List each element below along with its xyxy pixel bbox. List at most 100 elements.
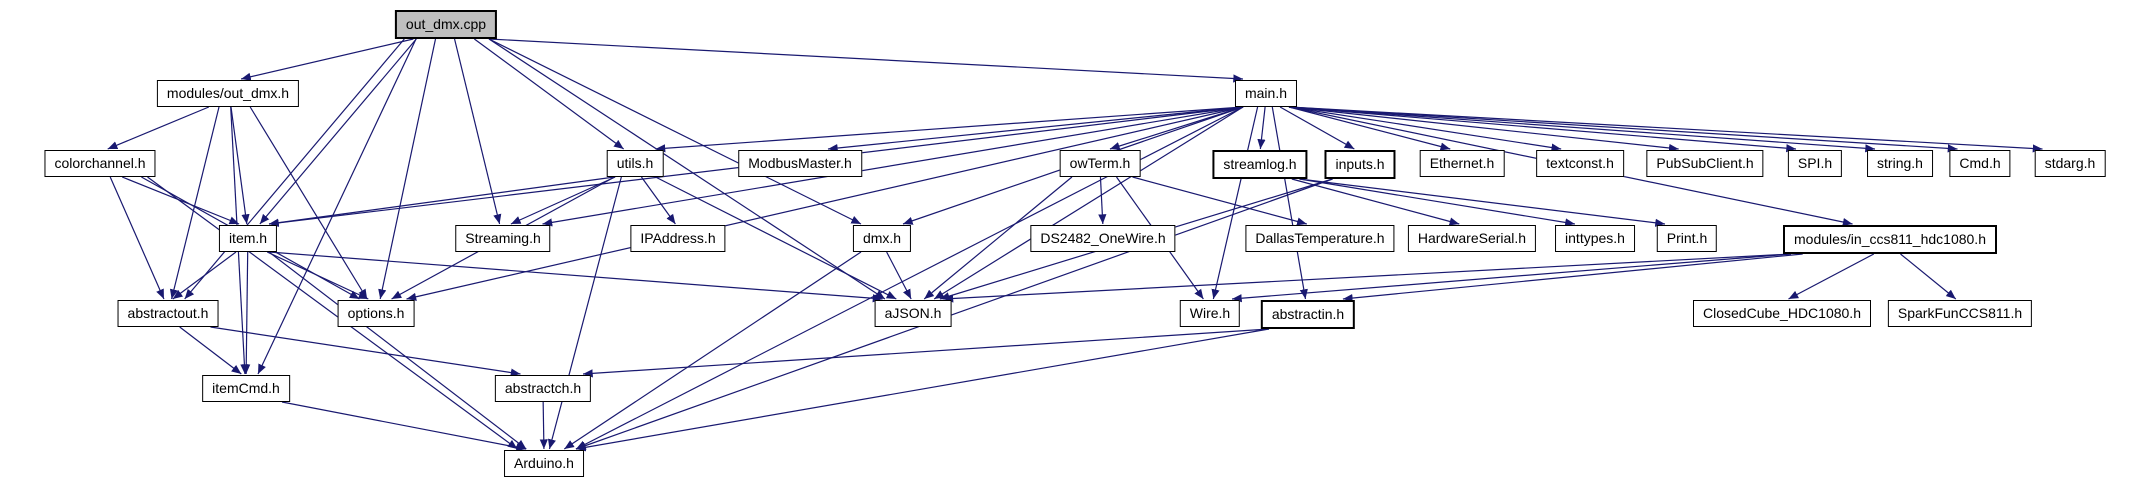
graph-node-modules_out_dmx_h[interactable]: modules/out_dmx.h xyxy=(156,80,300,107)
edge-utils_h-item_h xyxy=(268,176,615,227)
edge-owterm_h-ds2482_onewire_h xyxy=(1098,176,1107,225)
edge-modules_out_dmx_h-colorchannel_h xyxy=(107,106,210,150)
edge-main_h-abstractin_h xyxy=(1271,106,1308,300)
edge-dmx_h-arduino_h xyxy=(563,251,862,450)
graph-node-inttypes_h[interactable]: inttypes.h xyxy=(1555,225,1635,252)
edge-main_h-streaming_h xyxy=(542,106,1244,227)
graph-node-spi_h[interactable]: SPI.h xyxy=(1787,150,1843,177)
edge-out_dmx_cpp-modules_out_dmx_h xyxy=(240,38,414,81)
graph-node-ethernet_h[interactable]: Ethernet.h xyxy=(1419,150,1505,177)
edge-main_h-stdarg_h xyxy=(1288,106,2043,153)
edge-utils_h-arduino_h xyxy=(547,176,622,450)
edge-main_h-wire_h xyxy=(1211,106,1259,300)
edge-abstractout_h-abstractch_h xyxy=(210,326,521,377)
graph-node-item_h[interactable]: item.h xyxy=(218,225,278,252)
graph-node-inputs_h[interactable]: inputs.h xyxy=(1324,150,1396,179)
graph-node-in_ccs811_hdc1080_h[interactable]: modules/in_ccs811_hdc1080.h xyxy=(1783,225,1997,254)
edge-out_dmx_cpp-abstractout_h xyxy=(184,38,405,300)
graph-node-dmx_h[interactable]: dmx.h xyxy=(852,225,912,252)
edge-out_dmx_cpp-itemcmd_h xyxy=(257,38,417,375)
graph-node-modbusmaster_h[interactable]: ModbusMaster.h xyxy=(738,150,862,177)
edge-modules_out_dmx_h-options_h xyxy=(249,106,368,300)
edge-dmx_h-ajson_h xyxy=(886,251,912,300)
edge-streamlog_h-inttypes_h xyxy=(1299,178,1575,227)
edge-inputs_h-arduino_h xyxy=(575,178,1333,450)
edge-main_h-streamlog_h xyxy=(1257,106,1266,150)
edge-in_ccs811_hdc1080_h-closedcube_hdc1080_h xyxy=(1788,253,1875,300)
edge-item_h-ajson_h xyxy=(268,251,883,303)
edge-modules_out_dmx_h-item_h xyxy=(230,106,250,225)
edge-in_ccs811_hdc1080_h-wire_h xyxy=(1231,253,1792,303)
edge-itemcmd_h-arduino_h xyxy=(281,401,527,452)
edge-in_ccs811_hdc1080_h-abstractin_h xyxy=(1342,253,1803,303)
graph-node-stdarg_h[interactable]: stdarg.h xyxy=(2034,150,2106,177)
edge-out_dmx_cpp-streaming_h xyxy=(453,38,502,225)
graph-node-wire_h[interactable]: Wire.h xyxy=(1179,300,1241,327)
edge-out_dmx_cpp-main_h xyxy=(488,38,1244,83)
edge-main_h-ajson_h xyxy=(933,106,1244,300)
edge-main_h-arduino_h xyxy=(575,106,1244,450)
edge-main_h-pubsubclient_h xyxy=(1288,106,1679,153)
graph-node-hardwareserial_h[interactable]: HardwareSerial.h xyxy=(1407,225,1537,252)
edge-owterm_h-dallastemperature_h xyxy=(1132,176,1307,226)
graph-node-owterm_h[interactable]: owTerm.h xyxy=(1059,150,1141,177)
edge-main_h-modbusmaster_h xyxy=(827,106,1244,153)
graph-node-utils_h[interactable]: utils.h xyxy=(606,150,664,177)
edge-main_h-ethernet_h xyxy=(1288,106,1451,151)
graph-node-ipaddress_h[interactable]: IPAddress.h xyxy=(630,225,726,252)
edge-main_h-utils_h xyxy=(655,106,1244,153)
edge-modules_out_dmx_h-abstractout_h xyxy=(169,106,220,300)
edge-item_h-options_h xyxy=(266,251,369,300)
edge-owterm_h-ajson_h xyxy=(923,176,1073,300)
graph-node-string_h[interactable]: string.h xyxy=(1867,150,1933,177)
edge-main_h-cmd_h xyxy=(1288,106,1958,153)
graph-node-print_h[interactable]: Print.h xyxy=(1656,225,1718,252)
edge-main_h-inputs_h xyxy=(1279,106,1355,150)
edge-streamlog_h-print_h xyxy=(1299,178,1666,227)
edge-item_h-abstractout_h xyxy=(172,251,237,300)
graph-node-abstractout_h[interactable]: abstractout.h xyxy=(117,300,219,327)
edge-utils_h-ajson_h xyxy=(655,176,897,300)
edge-colorchannel_h-item_h xyxy=(121,176,240,225)
edge-out_dmx_cpp-options_h xyxy=(378,38,437,300)
edge-item_h-arduino_h xyxy=(268,251,527,450)
graph-node-arduino_h[interactable]: Arduino.h xyxy=(504,450,584,477)
edge-out_dmx_cpp-utils_h xyxy=(473,38,625,150)
graph-node-itemcmd_h[interactable]: itemCmd.h xyxy=(202,375,290,402)
graph-node-main_h[interactable]: main.h xyxy=(1234,80,1298,107)
graph-node-ajson_h[interactable]: aJSON.h xyxy=(874,300,952,327)
edge-utils_h-ipaddress_h xyxy=(640,176,676,225)
edge-abstractout_h-itemcmd_h xyxy=(179,326,242,375)
graph-node-streaming_h[interactable]: Streaming.h xyxy=(455,225,551,252)
graph-node-pubsubclient_h[interactable]: PubSubClient.h xyxy=(1646,150,1764,177)
edge-colorchannel_h-abstractout_h xyxy=(109,176,165,300)
edge-colorchannel_h-arduino_h xyxy=(147,176,518,450)
graph-node-out_dmx_cpp[interactable]: out_dmx.cpp xyxy=(394,10,498,39)
graph-node-abstractch_h[interactable]: abstractch.h xyxy=(494,375,592,402)
edge-out_dmx_cpp-item_h xyxy=(259,38,417,225)
graph-node-options_h[interactable]: options.h xyxy=(337,300,415,327)
graph-node-textconst_h[interactable]: textconst.h xyxy=(1536,150,1624,177)
edge-out_dmx_cpp-ajson_h xyxy=(488,38,886,300)
edge-main_h-string_h xyxy=(1288,106,1876,153)
edge-main_h-options_h xyxy=(406,106,1244,301)
graph-node-abstractin_h[interactable]: abstractin.h xyxy=(1260,300,1356,329)
edge-main_h-textconst_h xyxy=(1288,106,1562,152)
graph-node-dallastemperature_h[interactable]: DallasTemperature.h xyxy=(1245,225,1395,252)
edge-item_h-itemcmd_h xyxy=(242,251,251,375)
edge-in_ccs811_hdc1080_h-sparkfunccs811_h xyxy=(1900,253,1957,300)
edge-in_ccs811_hdc1080_h-ajson_h xyxy=(943,253,1792,303)
graph-node-streamlog_h[interactable]: streamlog.h xyxy=(1212,150,1308,179)
graph-node-ds2482_onewire_h[interactable]: DS2482_OneWire.h xyxy=(1030,225,1176,252)
graph-node-cmd_h[interactable]: Cmd.h xyxy=(1949,150,2011,177)
edge-utils_h-streaming_h xyxy=(510,176,616,225)
graph-node-colorchannel_h[interactable]: colorchannel.h xyxy=(44,150,156,177)
edge-abstractin_h-abstractch_h xyxy=(582,328,1270,378)
graph-node-sparkfunccs811_h[interactable]: SparkFunCCS811.h xyxy=(1887,300,2033,327)
edge-abstractin_h-arduino_h xyxy=(575,328,1270,452)
edge-streamlog_h-hardwareserial_h xyxy=(1291,178,1460,226)
graph-node-closedcube_hdc1080_h[interactable]: ClosedCube_HDC1080.h xyxy=(1693,300,1871,327)
edge-main_h-spi_h xyxy=(1288,106,1797,153)
